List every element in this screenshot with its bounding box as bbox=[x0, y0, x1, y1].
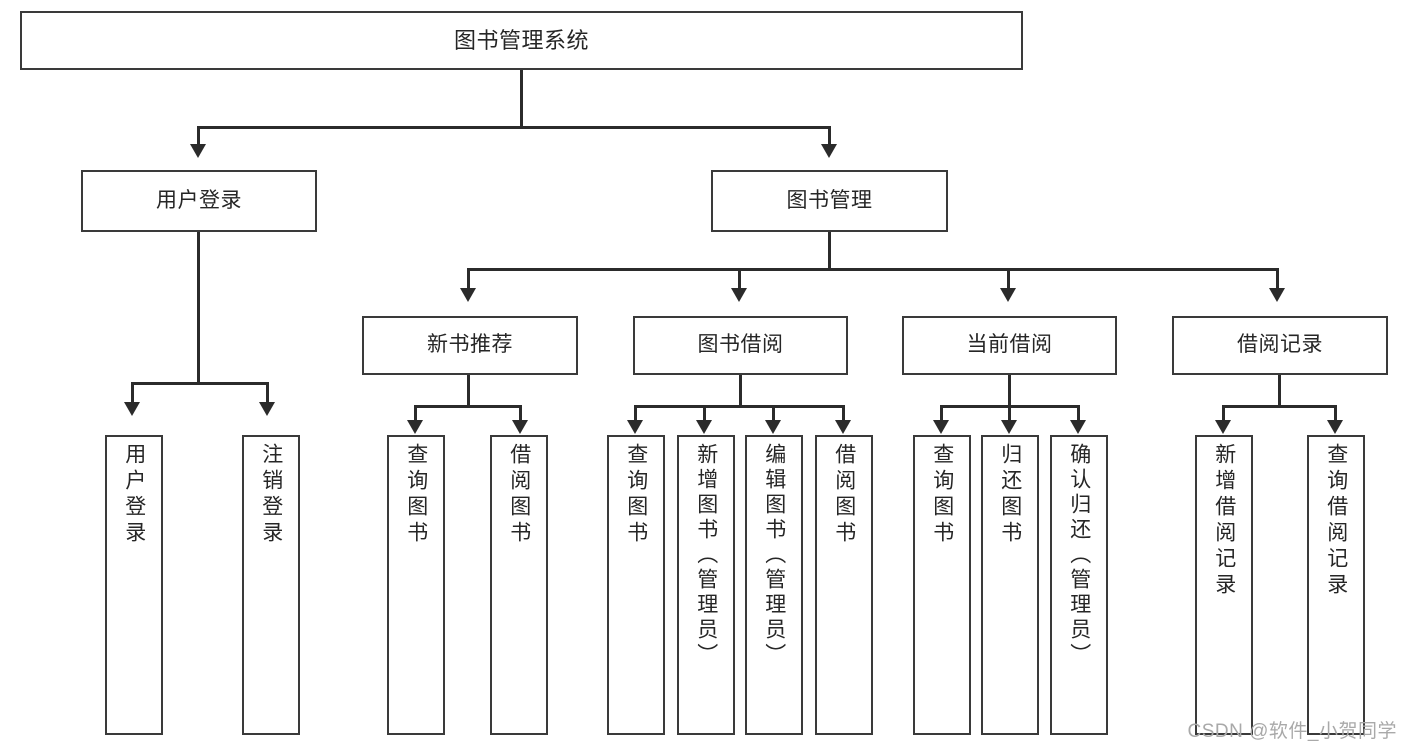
node-book-manage[interactable]: 图书管理 bbox=[711, 170, 948, 232]
connector-current-borrow-drop-2 bbox=[1008, 405, 1011, 423]
connector-user-login-drop-1 bbox=[131, 382, 134, 404]
arrow-to-leaf-confirm-return bbox=[1070, 420, 1086, 434]
connector-user-login-drop-2 bbox=[266, 382, 269, 404]
node-label: 用户登录 bbox=[156, 188, 242, 212]
arrow-to-book-borrow bbox=[731, 288, 747, 302]
connector-root-stem bbox=[520, 70, 523, 128]
node-label: 查询借阅记录 bbox=[1324, 443, 1348, 599]
node-label: 查询图书 bbox=[930, 443, 954, 547]
leaf-return-book[interactable]: 归还图书 bbox=[981, 435, 1039, 735]
connector-current-borrow-stem bbox=[1008, 375, 1011, 407]
arrow-to-leaf-user-login bbox=[124, 402, 140, 416]
arrow-to-leaf-return-book bbox=[1001, 420, 1017, 434]
node-label: 借阅记录 bbox=[1237, 333, 1323, 357]
leaf-query-book-1[interactable]: 查询图书 bbox=[387, 435, 445, 735]
connector-book-borrow-drop-2 bbox=[703, 405, 706, 423]
node-label: 图书借阅 bbox=[697, 333, 784, 357]
arrow-to-leaf-query-book-3 bbox=[933, 420, 949, 434]
node-label: 借阅图书 bbox=[507, 443, 531, 547]
connector-user-login-bar bbox=[131, 382, 269, 385]
connector-user-login-stem bbox=[197, 232, 200, 384]
arrow-to-borrow-record bbox=[1269, 288, 1285, 302]
leaf-user-login[interactable]: 用户登录 bbox=[105, 435, 163, 735]
leaf-user-logout[interactable]: 注销登录 bbox=[242, 435, 300, 735]
watermark-text: CSDN @软件_小贺同学 bbox=[1187, 721, 1397, 742]
arrow-to-leaf-add-book bbox=[696, 420, 712, 434]
leaf-borrow-book-1[interactable]: 借阅图书 bbox=[490, 435, 548, 735]
connector-new-book-rec-bar bbox=[414, 405, 522, 408]
node-book-borrow[interactable]: 图书借阅 bbox=[633, 316, 848, 375]
connector-book-borrow-bar bbox=[634, 405, 845, 408]
node-label: 新书推荐 bbox=[427, 333, 513, 357]
connector-book-manage-drop-1 bbox=[467, 268, 470, 290]
node-label: 借阅图书 bbox=[832, 443, 856, 547]
arrow-to-new-book-rec bbox=[460, 288, 476, 302]
node-label: 确认归还（管理员） bbox=[1067, 443, 1091, 668]
connector-book-manage-bar bbox=[467, 268, 1279, 271]
arrow-to-leaf-add-record bbox=[1215, 420, 1231, 434]
connector-borrow-record-bar bbox=[1222, 405, 1337, 408]
connector-borrow-record-stem bbox=[1278, 375, 1281, 407]
connector-book-borrow-drop-3 bbox=[772, 405, 775, 423]
node-label: 查询图书 bbox=[404, 443, 428, 547]
node-label: 新增借阅记录 bbox=[1212, 443, 1236, 599]
arrow-to-leaf-user-logout bbox=[259, 402, 275, 416]
leaf-confirm-return[interactable]: 确认归还（管理员） bbox=[1050, 435, 1108, 735]
node-label: 归还图书 bbox=[998, 443, 1022, 547]
node-label: 新增图书（管理员） bbox=[694, 443, 718, 668]
node-user-login[interactable]: 用户登录 bbox=[81, 170, 317, 232]
leaf-query-book-3[interactable]: 查询图书 bbox=[913, 435, 971, 735]
leaf-edit-book[interactable]: 编辑图书（管理员） bbox=[745, 435, 803, 735]
arrow-to-leaf-edit-book bbox=[765, 420, 781, 434]
connector-current-borrow-drop-1 bbox=[940, 405, 943, 423]
arrow-to-current-borrow bbox=[1000, 288, 1016, 302]
connector-book-borrow-stem bbox=[739, 375, 742, 407]
node-borrow-record[interactable]: 借阅记录 bbox=[1172, 316, 1388, 375]
arrow-to-leaf-query-record bbox=[1327, 420, 1343, 434]
connector-book-manage-stem bbox=[828, 232, 831, 270]
connector-book-manage-drop-4 bbox=[1276, 268, 1279, 290]
connector-book-manage-drop-3 bbox=[1007, 268, 1010, 290]
leaf-add-record[interactable]: 新增借阅记录 bbox=[1195, 435, 1253, 735]
node-label: 图书管理 bbox=[786, 188, 873, 212]
connector-book-borrow-drop-1 bbox=[634, 405, 637, 423]
connector-borrow-record-drop-1 bbox=[1222, 405, 1225, 423]
node-root-system[interactable]: 图书管理系统 bbox=[20, 11, 1023, 70]
node-label: 用户登录 bbox=[122, 443, 146, 547]
node-new-book-rec[interactable]: 新书推荐 bbox=[362, 316, 578, 375]
node-label: 注销登录 bbox=[259, 443, 283, 547]
connector-new-book-rec-drop-2 bbox=[519, 405, 522, 423]
connector-new-book-rec-drop-1 bbox=[414, 405, 417, 423]
connector-book-borrow-drop-4 bbox=[842, 405, 845, 423]
connector-root-bar bbox=[197, 126, 831, 129]
arrow-to-book-manage bbox=[821, 144, 837, 158]
node-label: 查询图书 bbox=[624, 443, 648, 547]
leaf-query-record[interactable]: 查询借阅记录 bbox=[1307, 435, 1365, 735]
connector-root-left-drop bbox=[197, 126, 200, 146]
connector-root-right-drop bbox=[828, 126, 831, 146]
node-label: 当前借阅 bbox=[966, 333, 1053, 357]
arrow-to-user-login bbox=[190, 144, 206, 158]
node-label: 图书管理系统 bbox=[453, 27, 589, 53]
leaf-query-book-2[interactable]: 查询图书 bbox=[607, 435, 665, 735]
arrow-to-leaf-borrow-book-1 bbox=[512, 420, 528, 434]
arrow-to-leaf-query-book-1 bbox=[407, 420, 423, 434]
node-label: 编辑图书（管理员） bbox=[762, 443, 786, 668]
arrow-to-leaf-borrow-book-2 bbox=[835, 420, 851, 434]
leaf-borrow-book-2[interactable]: 借阅图书 bbox=[815, 435, 873, 735]
leaf-add-book[interactable]: 新增图书（管理员） bbox=[677, 435, 735, 735]
connector-current-borrow-drop-3 bbox=[1077, 405, 1080, 423]
connector-new-book-rec-stem bbox=[467, 375, 470, 407]
arrow-to-leaf-query-book-2 bbox=[627, 420, 643, 434]
connector-borrow-record-drop-2 bbox=[1334, 405, 1337, 423]
node-current-borrow[interactable]: 当前借阅 bbox=[902, 316, 1117, 375]
connector-book-manage-drop-2 bbox=[738, 268, 741, 290]
